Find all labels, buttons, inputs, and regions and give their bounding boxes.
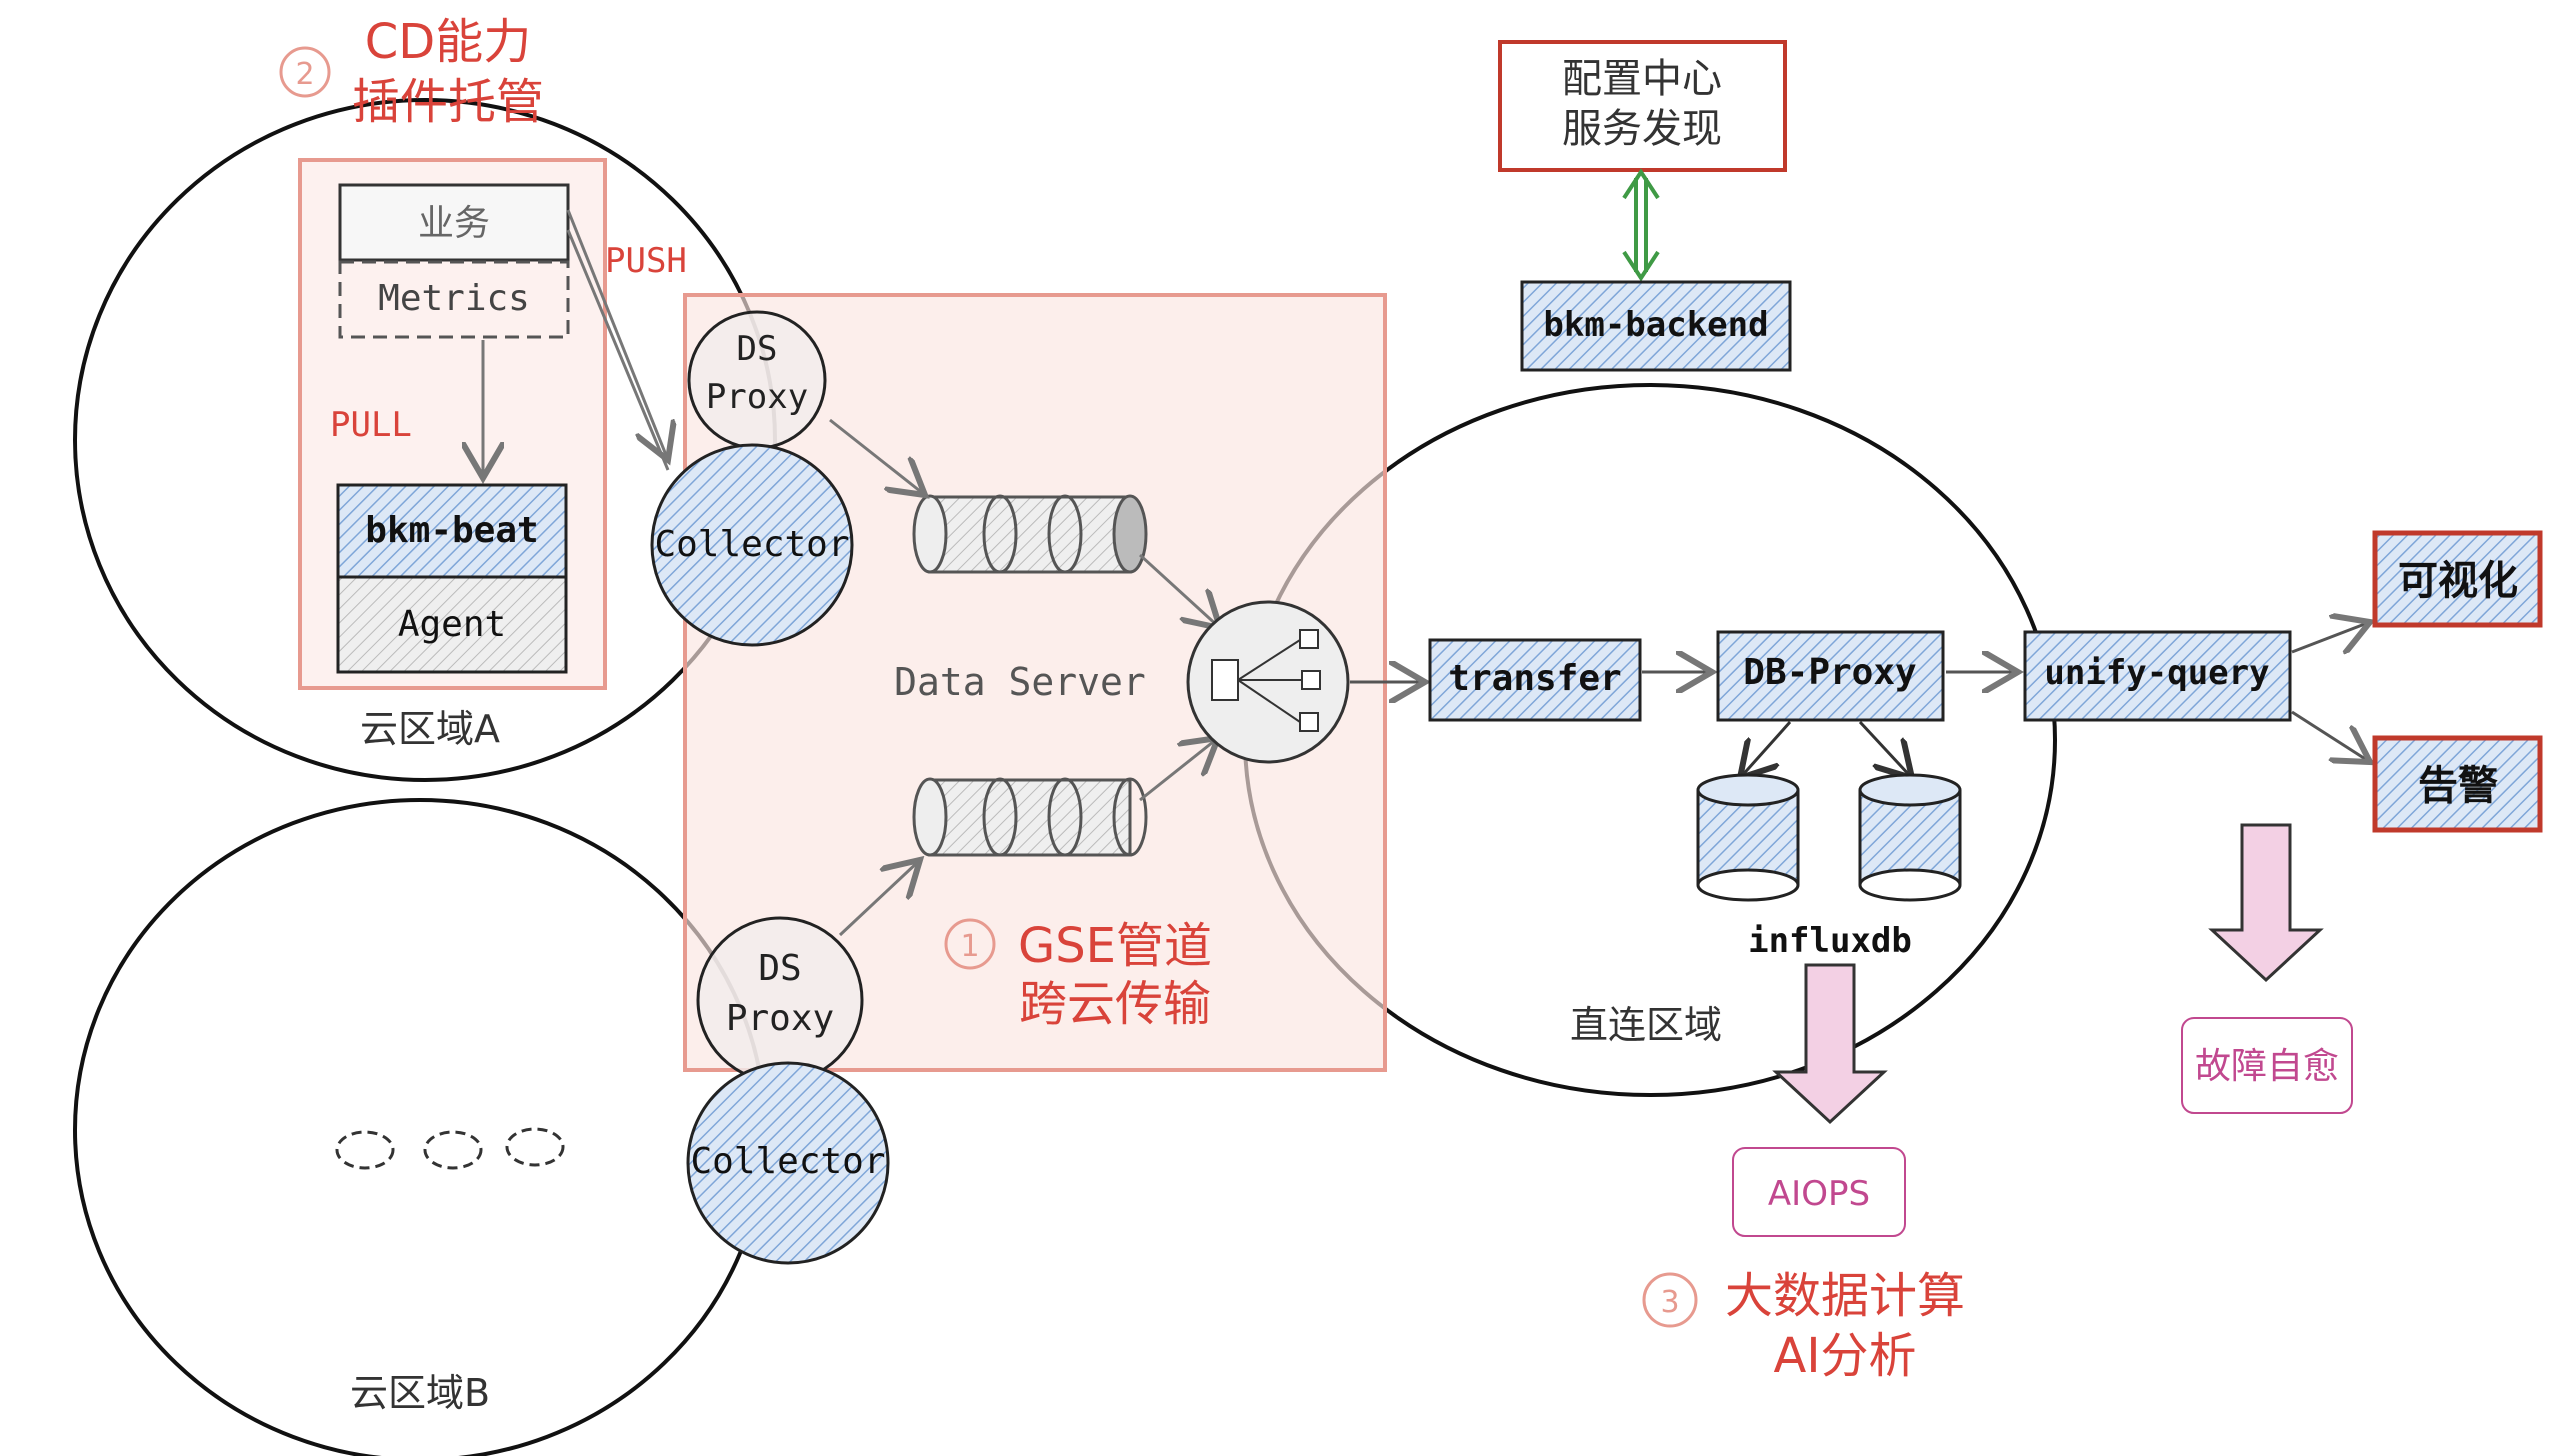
ds-proxy-top-line2: Proxy [706,377,808,417]
alert-box [2372,735,2543,833]
collector-top-label: Collector [654,524,849,565]
aiops-box [1732,1147,1906,1237]
self-healing-label: 故障自愈 [2195,1046,2339,1087]
direct-region-label: 直连区域 [1570,1003,1722,1047]
unify-query-box [2023,630,2292,722]
metrics-label: Metrics [378,278,530,319]
ds-proxy-bottom-line1: DS [758,948,801,989]
gse-number-circle [944,918,996,970]
bigdata-title-line1: 大数据计算 [1725,1268,1965,1324]
config-center-line1: 配置中心 [1562,56,1722,102]
bkm-backend-box [1520,280,1792,372]
cd-title-line1: CD能力 [365,14,531,70]
bigdata-number: 3 [1660,1285,1679,1320]
arrow-down-self-healing [2208,823,2324,983]
aiops-label: AIOPS [1768,1174,1870,1214]
influxdb-label: influxdb [1748,921,1912,961]
business-label: 业务 [418,203,490,244]
arrow-dbproxy-to-influx-1 [1740,721,1792,778]
cloud-a-label: 云区域A [360,707,500,751]
queue-pipe-bottom [912,777,1148,857]
more-collectors-ellipsis [335,1127,565,1170]
bigdata-number-circle [1642,1272,1698,1328]
business-box [338,183,570,262]
cloud-b-label: 云区域B [350,1371,490,1415]
collector-bottom-label: Collector [690,1141,885,1182]
metrics-box [338,260,570,339]
cd-number-circle [279,46,331,98]
influxdb-cylinder-1 [1696,773,1800,902]
agent-box [336,575,568,674]
transfer-box [1428,638,1642,722]
visualization-box [2372,530,2543,628]
config-center-box [1498,40,1787,172]
db-proxy-label: DB-Proxy [1743,652,1916,693]
cloud-region-b [73,798,767,1456]
bkm-backend-label: bkm-backend [1543,305,1768,345]
arrow-down-aiops [1772,963,1888,1125]
transfer-label: transfer [1448,658,1621,699]
self-healing-box [2181,1017,2353,1114]
arrow-dsproxy-to-pipe-bottom [838,860,920,937]
cd-number: 2 [295,57,314,92]
config-center-line2: 服务发现 [1562,106,1722,152]
gse-title-line1: GSE管道 [1018,918,1212,974]
collector-top [650,443,854,647]
arrow-unify-to-visualization [2291,622,2370,652]
influxdb-cylinder-2 [1858,773,1962,902]
db-proxy-box [1716,630,1945,722]
data-server-hub [1186,600,1350,764]
data-server-label: Data Server [894,660,1146,704]
ds-proxy-bottom-line2: Proxy [726,998,834,1039]
collector-bottom [686,1061,890,1265]
unify-query-label: unify-query [2044,653,2269,693]
push-label: PUSH [605,241,687,281]
alert-label: 告警 [2418,763,2498,809]
push-arrow-2 [566,229,670,471]
ds-proxy-top-line1: DS [737,329,778,369]
agent-label: Agent [398,604,506,645]
gse-title-line2: 跨云传输 [1019,976,1211,1032]
queue-pipe-top [912,494,1148,574]
pull-label: PULL [330,405,412,445]
cd-title-line2: 插件托管 [352,74,544,130]
gse-number: 1 [960,929,979,964]
arrow-dbproxy-to-influx-2 [1858,720,1912,778]
bigdata-title-line2: AI分析 [1774,1328,1917,1384]
push-arrow-1 [566,209,668,460]
config-sync-arrow [1622,168,1660,282]
arrow-dsproxy-to-pipe-top [829,418,925,495]
arrow-pipe-top-to-server [1138,553,1220,628]
bkm-beat-label: bkm-beat [365,510,538,551]
arrow-pipe-bottom-to-server [1139,738,1218,802]
arrow-unify-to-alert [2291,710,2370,762]
visualization-label: 可视化 [2398,558,2518,604]
